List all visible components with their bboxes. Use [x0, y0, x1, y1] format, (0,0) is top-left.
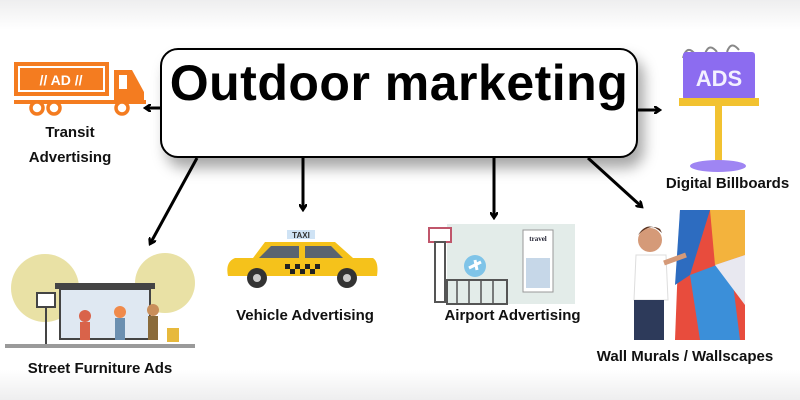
svg-text:// AD //: // AD // — [39, 72, 82, 88]
svg-text:travel: travel — [529, 235, 547, 243]
taxi-icon: TAXI — [227, 230, 378, 288]
svg-text:ADS: ADS — [696, 66, 742, 91]
mural-painter-icon — [633, 210, 745, 340]
billboard-icon: ADS — [679, 44, 759, 172]
arrow-to-murals — [586, 156, 642, 207]
diagram-title: Outdoor marketing — [169, 55, 629, 111]
central-box — [160, 48, 638, 158]
billboards-label: Digital Billboards — [665, 175, 790, 192]
truck-icon: // AD // — [14, 62, 146, 116]
transit-label-line1: Transit — [45, 124, 95, 141]
transit-label-line2: Advertising — [28, 149, 112, 166]
street-furniture-label: Street Furniture Ads — [27, 360, 173, 377]
airport-label: Airport Advertising — [444, 307, 581, 324]
arrow-to-street-furniture — [150, 157, 199, 244]
bus-stop-icon — [5, 253, 195, 348]
svg-text:TAXI: TAXI — [292, 231, 310, 240]
murals-label: Wall Murals / Wallscapes — [596, 348, 774, 365]
vehicle-label: Vehicle Advertising — [236, 307, 374, 324]
airport-icon: travel — [428, 224, 575, 305]
